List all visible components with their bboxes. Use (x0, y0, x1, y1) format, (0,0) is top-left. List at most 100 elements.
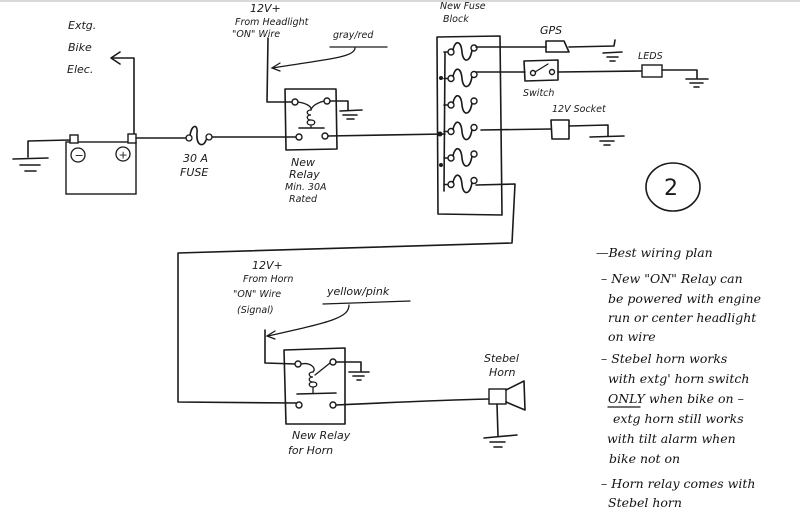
horn-label-line: Horn (489, 366, 516, 379)
ground-icon (339, 109, 363, 120)
note-line: —Best wiring plan (596, 245, 713, 260)
fuse-element-icon (189, 125, 207, 146)
horn-label-line: Stebel (484, 352, 519, 365)
fuse-terminal (470, 123, 478, 132)
fuse-element-icon (452, 94, 473, 114)
fuse-block-bus (443, 52, 446, 192)
relay-pin (295, 133, 303, 141)
top-border (0, 0, 800, 2)
label-line: "ON" Wire (233, 289, 281, 300)
underline (322, 300, 411, 305)
coil-lead (310, 100, 325, 111)
label-line: 12V+ (252, 259, 283, 272)
fuse-5 (443, 147, 478, 167)
relay-body (284, 88, 338, 151)
fuse-1 (443, 41, 478, 61)
relay-pin (291, 98, 299, 106)
fuse-element-icon (452, 147, 473, 167)
fuse-element-icon (452, 121, 473, 141)
socket-load: 12V Socket (550, 104, 607, 140)
fuse-end (205, 133, 213, 141)
note-line: – Stebel horn works (601, 351, 727, 366)
bus-node (439, 76, 443, 80)
label-line: Extg. (68, 19, 96, 32)
horn-relay-label: New Relay for Horn (288, 429, 351, 457)
ground-icon (348, 371, 370, 381)
switch: Switch (523, 59, 559, 99)
coil-icon (308, 371, 318, 394)
leds-label: LEDS (638, 51, 663, 62)
relay-to-fuse-block-wire (327, 133, 446, 137)
horn-ground-wire (496, 403, 499, 437)
fuse-terminal (470, 44, 478, 52)
arrow-left-icon (270, 62, 281, 72)
switch-contact (529, 69, 537, 77)
fuse-element-icon (452, 68, 473, 88)
page-number: 2 (664, 176, 678, 201)
horn-relay-feed-wire (177, 183, 516, 404)
fuse-terminal (470, 176, 478, 185)
pointer-line (267, 304, 350, 337)
fuse-2 (443, 68, 478, 88)
battery-body (65, 141, 137, 195)
horn-body (488, 388, 507, 405)
bus-node (439, 163, 443, 167)
label-line: (Signal) (237, 305, 274, 316)
label-line: Min. 30A (285, 182, 326, 193)
ground-icon (602, 51, 623, 62)
label-line: Bike (68, 41, 92, 54)
fuse-terminal (470, 97, 478, 105)
label-line: Elec. (67, 63, 93, 76)
fuse-4 (443, 121, 478, 141)
horn-relay-ground-wire (335, 361, 362, 372)
coil-lead (300, 362, 315, 373)
fuse-end (185, 134, 193, 142)
note-line: – New "ON" Relay can (601, 271, 743, 286)
note-line: run or center headlight (608, 310, 757, 325)
ground-icon (12, 157, 49, 172)
label-line: From Headlight (235, 17, 310, 28)
note-line: bike not on (609, 451, 680, 466)
coil-lead (297, 101, 312, 111)
label-line: New Relay (292, 429, 351, 442)
positive-symbol-circle (115, 146, 131, 162)
wire-color: yellow/pink (326, 285, 390, 298)
positive-symbol: + (119, 149, 128, 162)
relay-ground-wire (329, 100, 349, 111)
bus-node (437, 131, 443, 137)
fuse-6 (443, 174, 478, 194)
ground-icon (589, 135, 625, 146)
leds-ground-wire (661, 69, 698, 79)
headlight-signal-wire (266, 37, 293, 103)
switch-label: Switch (523, 88, 554, 99)
socket-device-icon (550, 119, 570, 140)
negative-symbol: − (75, 149, 84, 162)
wire-color-label-gray-red: gray/red (270, 30, 388, 72)
label-line: Rated (289, 194, 318, 205)
gps-device-icon (545, 40, 570, 53)
coil-lead (314, 362, 331, 376)
relay-pin (321, 132, 329, 140)
note-line: Stebel horn (608, 495, 682, 510)
main-relay (284, 88, 338, 151)
fuse-block (436, 35, 503, 216)
fuse-30a: 30 A FUSE (180, 125, 213, 179)
fuse-to-socket-wire (480, 128, 552, 131)
relay-pin (329, 358, 337, 366)
horn-source-label: 12V+ From Horn "ON" Wire (Signal) (233, 259, 293, 316)
socket-ground-wire (568, 124, 609, 137)
socket-label: 12V Socket (552, 104, 607, 115)
relay-pin (329, 401, 337, 409)
fuse-block-body (436, 35, 503, 216)
horn-signal-wire (264, 329, 297, 365)
switch-contact (548, 68, 556, 76)
label-line: Block (443, 14, 469, 25)
battery: − + (65, 133, 137, 195)
fuse-element-icon (452, 174, 473, 194)
switch-lever-icon (534, 63, 549, 73)
fuse-label: FUSE (180, 166, 208, 179)
fuse-terminal (470, 70, 478, 79)
relay-pin (295, 401, 303, 409)
horn-relay-to-horn-wire (335, 398, 490, 406)
